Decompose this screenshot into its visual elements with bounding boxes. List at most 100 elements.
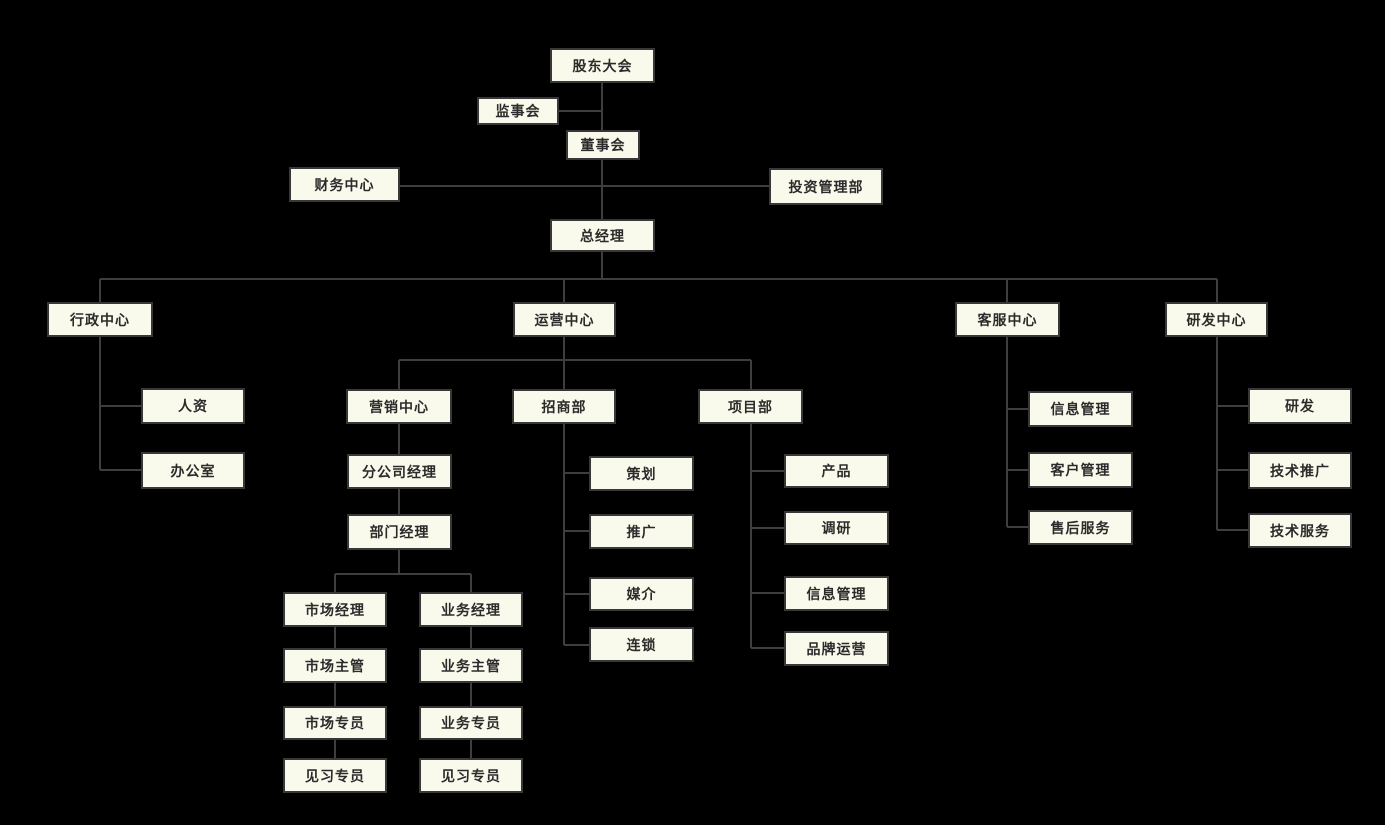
org-node-media[interactable]: 媒介 [589,577,694,611]
org-node-operations-center[interactable]: 运营中心 [513,302,616,337]
org-node-board-of-directors[interactable]: 董事会 [566,130,640,160]
connector-line [563,424,565,645]
org-node-promotion[interactable]: 推广 [589,514,694,549]
org-node-label: 投资管理部 [788,179,864,196]
org-node-label: 连锁 [626,637,657,654]
org-node-trainee-specialist-market[interactable]: 见习专员 [283,758,387,793]
org-node-label: 售后服务 [1050,520,1111,537]
org-node-investment-management-dept[interactable]: 投资管理部 [769,168,883,205]
connector-line [399,359,751,361]
connector-line [563,279,565,302]
org-node-business-manager[interactable]: 业务经理 [419,592,523,627]
org-node-label: 办公室 [170,463,216,480]
connector-line [470,683,472,706]
connector-line [100,469,141,471]
connector-line [602,185,769,187]
org-node-label: 客户管理 [1050,463,1111,479]
org-node-supervisory-board[interactable]: 监事会 [477,97,559,125]
org-node-market-manager[interactable]: 市场经理 [283,592,387,627]
connector-line [398,489,400,514]
org-node-customer-service-center[interactable]: 客服中心 [955,302,1060,337]
org-node-label: 行政中心 [70,312,130,329]
connector-line [564,593,589,595]
org-node-general-manager[interactable]: 总经理 [550,219,655,252]
org-node-tech-promotion[interactable]: 技术推广 [1248,452,1352,489]
org-node-info-management-cs[interactable]: 信息管理 [1028,391,1133,427]
connector-line [1217,405,1248,407]
connector-line [100,405,141,407]
connector-line [400,185,602,187]
org-node-label: 项目部 [728,399,773,416]
org-node-label: 人资 [178,399,208,415]
connector-line [750,424,752,648]
org-node-marketing-center[interactable]: 营销中心 [346,389,452,424]
org-node-planning[interactable]: 策划 [589,456,694,491]
org-node-rnd-center[interactable]: 研发中心 [1165,302,1268,337]
connector-line [750,360,752,389]
org-node-after-sales-service[interactable]: 售后服务 [1028,510,1133,545]
org-node-label: 市场经理 [305,602,365,619]
org-node-department-manager[interactable]: 部门经理 [347,514,452,550]
org-node-product[interactable]: 产品 [784,454,889,488]
org-node-market-supervisor[interactable]: 市场主管 [283,648,387,683]
org-node-label: 业务专员 [441,716,501,732]
org-node-research[interactable]: 调研 [784,511,889,545]
connector-line [1007,526,1028,528]
org-node-label: 市场主管 [305,658,365,675]
connector-line [564,472,589,474]
org-node-tech-service[interactable]: 技术服务 [1248,513,1352,548]
connector-line [563,337,565,360]
org-node-label: 财务中心 [314,177,375,194]
org-node-merchants-dept[interactable]: 招商部 [512,389,616,424]
org-node-chain-stores[interactable]: 连锁 [589,627,694,662]
connector-line [470,627,472,648]
org-node-label: 技术服务 [1270,523,1330,540]
org-node-finance-center[interactable]: 财务中心 [289,167,400,202]
connector-line [398,550,400,574]
connector-line [1216,279,1218,302]
connector-line [1217,529,1248,531]
connector-line [99,337,101,470]
connector-line [601,83,603,130]
connector-line [751,592,784,594]
connector-line [751,647,784,649]
connector-line [1006,279,1008,302]
org-node-info-management-project[interactable]: 信息管理 [784,576,889,611]
connector-line [334,740,336,758]
org-node-label: 业务主管 [441,658,501,675]
connector-line [398,424,400,454]
connector-line [99,279,101,302]
connector-line [470,740,472,758]
connector-line [564,530,589,532]
org-node-market-specialist[interactable]: 市场专员 [283,706,387,740]
org-node-shareholders-meeting[interactable]: 股东大会 [550,48,655,83]
connector-line [559,110,602,112]
connector-line [334,627,336,648]
org-node-trainee-specialist-business[interactable]: 见习专员 [419,758,523,793]
org-node-label: 见习专员 [305,768,365,785]
org-node-label: 业务经理 [441,602,501,619]
org-node-label: 调研 [821,521,852,537]
org-node-label: 研发中心 [1186,312,1247,329]
org-node-customer-management[interactable]: 客户管理 [1028,452,1133,488]
org-node-project-dept[interactable]: 项目部 [698,389,803,424]
org-node-research-development[interactable]: 研发 [1248,388,1352,424]
org-node-brand-operation[interactable]: 品牌运营 [784,631,889,666]
connector-line [1007,469,1028,471]
org-node-branch-manager[interactable]: 分公司经理 [347,454,452,489]
org-node-admin-center[interactable]: 行政中心 [47,302,153,337]
org-node-business-specialist[interactable]: 业务专员 [419,706,523,740]
connector-line [1216,337,1218,530]
connector-line [1006,337,1008,527]
org-node-business-supervisor[interactable]: 业务主管 [419,648,523,683]
org-node-label: 信息管理 [806,586,867,603]
org-node-human-resources[interactable]: 人资 [141,388,245,424]
org-node-label: 研发 [1285,399,1315,415]
org-node-label: 招商部 [541,399,587,416]
org-node-label: 客服中心 [977,312,1038,329]
connector-line [470,574,472,592]
org-node-office[interactable]: 办公室 [141,452,245,489]
org-node-label: 见习专员 [441,768,501,785]
connector-line [335,573,471,575]
